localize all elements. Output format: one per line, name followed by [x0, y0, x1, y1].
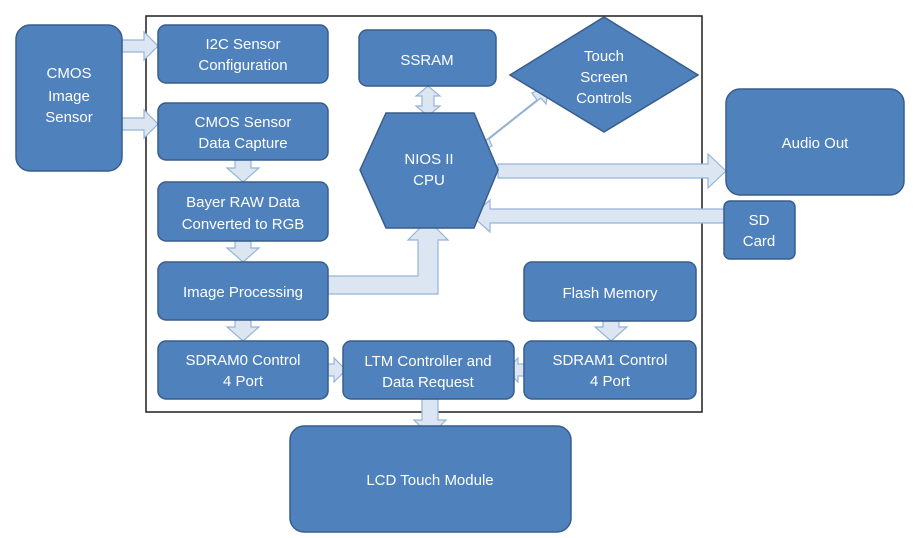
arrow-cmos-to-i2c — [121, 30, 159, 62]
lcd-touch-module-block: LCD Touch Module — [289, 425, 572, 533]
arrow-processing-to-sdram0 — [225, 319, 261, 342]
svg-text:Flash Memory: Flash Memory — [562, 285, 658, 302]
arrow-capture-to-bayer — [225, 159, 261, 183]
audio-out-block: Audio Out — [725, 88, 905, 196]
flash-memory-block: Flash Memory — [523, 261, 697, 322]
ssram-block: SSRAM — [358, 29, 497, 87]
arrow-flash-to-sdram1 — [593, 320, 629, 342]
arrow-cmos-to-capture — [121, 108, 159, 140]
svg-text:SSRAM: SSRAM — [400, 52, 453, 69]
arrow-sdram0-to-ltm — [327, 356, 347, 384]
svg-text:Audio Out: Audio Out — [782, 135, 850, 152]
svg-text:LCD Touch Module: LCD Touch Module — [366, 472, 493, 489]
arrow-bayer-to-processing — [225, 240, 261, 263]
arrow-sd-to-nios — [471, 198, 727, 234]
arrow-processing-to-nios — [327, 219, 450, 295]
svg-text:Image Processing: Image Processing — [183, 284, 303, 301]
arrow-nios-to-audio — [497, 152, 727, 190]
image-processing-block: Image Processing — [157, 261, 329, 321]
arrow-ssram-nios — [414, 85, 442, 117]
